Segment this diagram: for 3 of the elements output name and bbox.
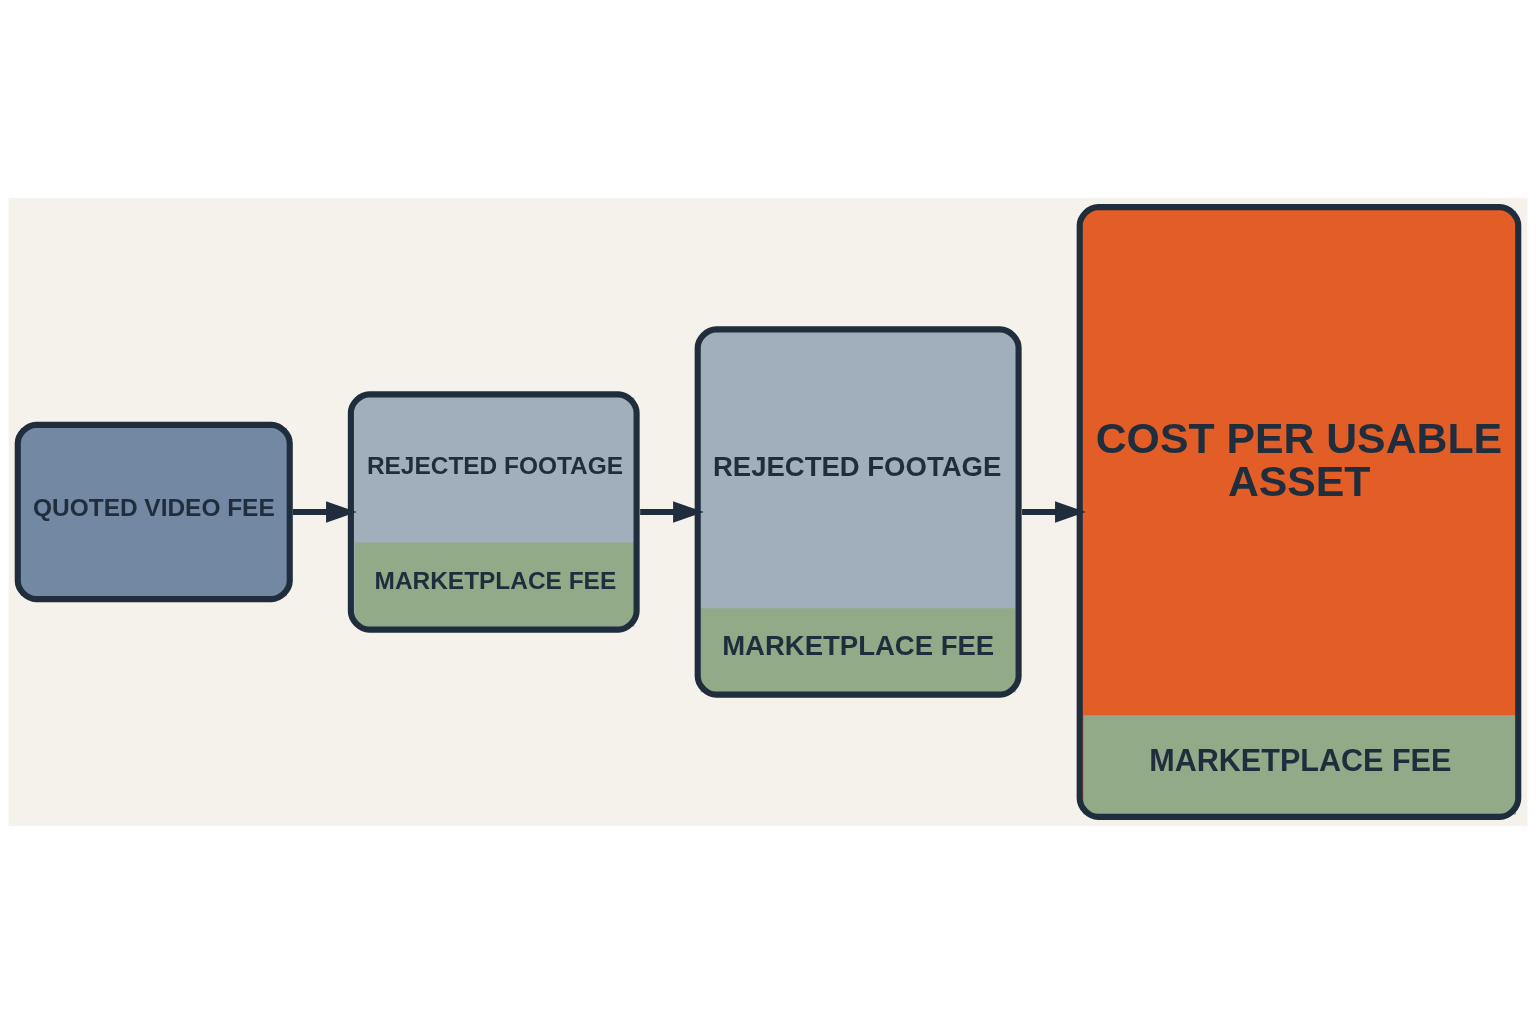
- arrow: [292, 501, 357, 523]
- arrow: [1022, 501, 1086, 523]
- arrow: [640, 501, 704, 523]
